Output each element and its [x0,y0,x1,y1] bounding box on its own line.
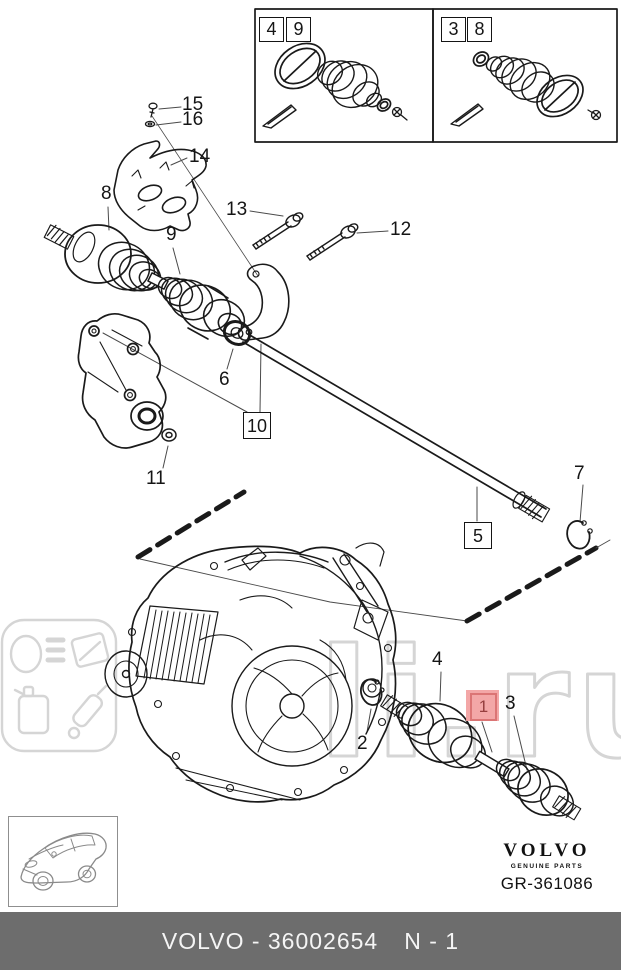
inset-box-inner-boot-kit [432,8,618,143]
callout-1-highlight[interactable]: 1 [466,690,499,721]
callout-10[interactable]: 10 [243,412,271,439]
support-bearing-6 [222,320,252,346]
support-bracket-10 [77,312,167,449]
spline-tip [552,795,582,821]
left-driveshaft-assembly [43,224,593,550]
callout-9[interactable]: 9 [166,224,177,245]
genuine-parts-label: GENUINE PARTS [510,863,584,870]
callout-3[interactable]: 3 [505,693,516,714]
screw-icon [391,106,408,121]
right-driveshaft-assembly [360,678,582,821]
diagram-artwork: li.ru [0,8,621,821]
watermark-shock-icon [67,684,108,740]
bolt-part-12 [306,223,359,261]
callout-5[interactable]: 5 [464,522,492,549]
volvo-logo: VOLVO [503,840,591,861]
footer-bar: VOLVO - 36002654 N - 1 [0,912,621,970]
locator-lines [135,489,611,624]
bolt-part-13 [252,212,304,250]
snap-ring-2 [360,678,385,706]
callout-12[interactable]: 12 [390,219,412,240]
spline-stub [43,224,75,250]
leader-lines [102,106,584,771]
grease-pack-icon [450,103,484,127]
grease-pack-icon [262,104,297,129]
callout-4[interactable]: 4 [432,649,443,670]
inset-chip-3[interactable]: 3 [441,17,466,42]
drive-shaft-5 [242,333,551,523]
screw-part-15 [148,102,158,118]
transmission-drawing [104,542,397,803]
watermark-logo [0,618,118,753]
outer-cv-joint-8 [64,224,132,284]
callout-1[interactable]: 1 [470,693,497,721]
callout-2[interactable]: 2 [357,733,368,754]
inset-chip-9[interactable]: 9 [286,17,311,42]
callout-7[interactable]: 7 [574,463,585,484]
inset-box-outer-boot-kit [254,8,434,143]
footer-part-number: VOLVO - 36002654 [161,927,379,954]
washer-part-16 [144,120,156,128]
outer-joint-3 [495,758,575,817]
watermark-oil-can-icon [13,685,50,735]
vehicle-outline-drawing [20,832,107,891]
callout-14[interactable]: 14 [189,146,211,167]
nut-part-11 [161,428,177,442]
inset-chip-4[interactable]: 4 [259,17,284,42]
screw-icon [587,109,602,121]
callout-15[interactable]: 15 [182,94,204,115]
callout-13[interactable]: 13 [226,199,248,220]
callout-11[interactable]: 11 [146,468,166,489]
inner-joint-4 [395,701,487,769]
callout-8[interactable]: 8 [101,183,112,204]
bearing-clamp-cap [237,263,290,341]
bracket-part-14 [113,140,207,232]
vehicle-thumbnail [8,816,118,907]
graphic-reference: GR-361086 [500,874,594,893]
watermark-battery-icon [70,632,110,668]
brand-block: VOLVO GENUINE PARTS GR-361086 [487,840,607,894]
footer-quantity: N - 1 [404,927,460,954]
snap-ring-7 [566,520,593,550]
inset-chip-8[interactable]: 8 [467,17,492,42]
callout-6[interactable]: 6 [219,369,230,390]
callout-16[interactable]: 16 [182,109,204,130]
